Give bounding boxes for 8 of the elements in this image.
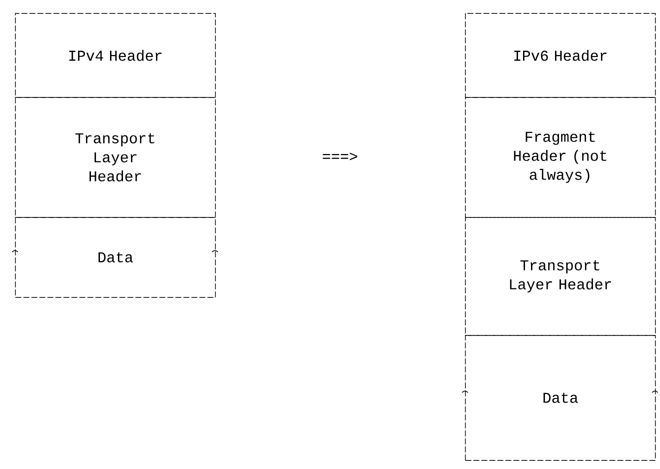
layer-box: Transport Layer Header (465, 217, 656, 336)
arrow-text: ===> (322, 152, 358, 160)
layer-box: IPv4 Header (15, 13, 216, 98)
layer-box: IPv6 Header (465, 13, 656, 98)
layer-box: Transport Layer Header (15, 97, 216, 218)
layer-box: Fragment Header (not always) (465, 97, 656, 218)
layer-box: Data (12, 217, 218, 298)
layer-box: Data (462, 335, 658, 461)
